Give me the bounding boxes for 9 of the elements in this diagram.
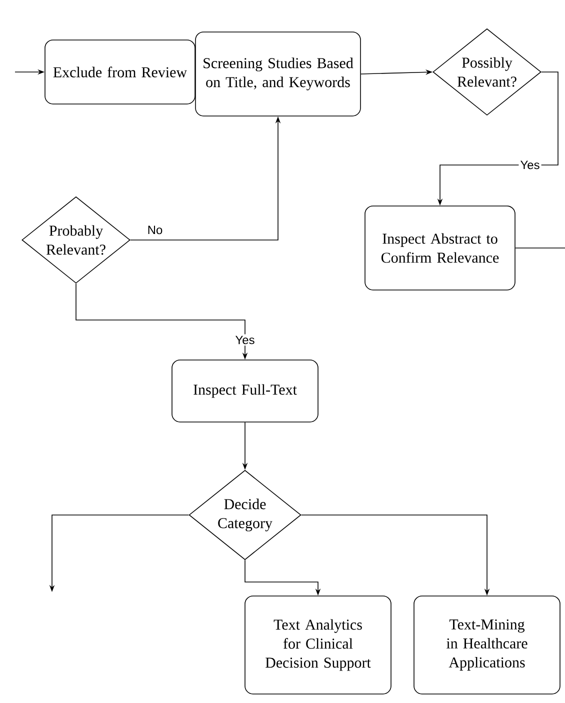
process-box: Text-Mining in Healthcare Applications [414, 596, 560, 694]
edge-label: Yes [234, 334, 256, 346]
process-box: Screening Studies Based on Title, and Keywords [195, 32, 361, 116]
process-box: Inspect Full-Text [172, 360, 318, 422]
edge-label: Yes [518, 159, 542, 171]
process-box: Exclude from Review [44, 40, 196, 104]
process-box: Inspect Abstract to Confirm Relevance [364, 206, 516, 290]
process-box: Text Analytics for Clinical Decision Support [244, 596, 392, 694]
edge-label: No [146, 224, 164, 236]
